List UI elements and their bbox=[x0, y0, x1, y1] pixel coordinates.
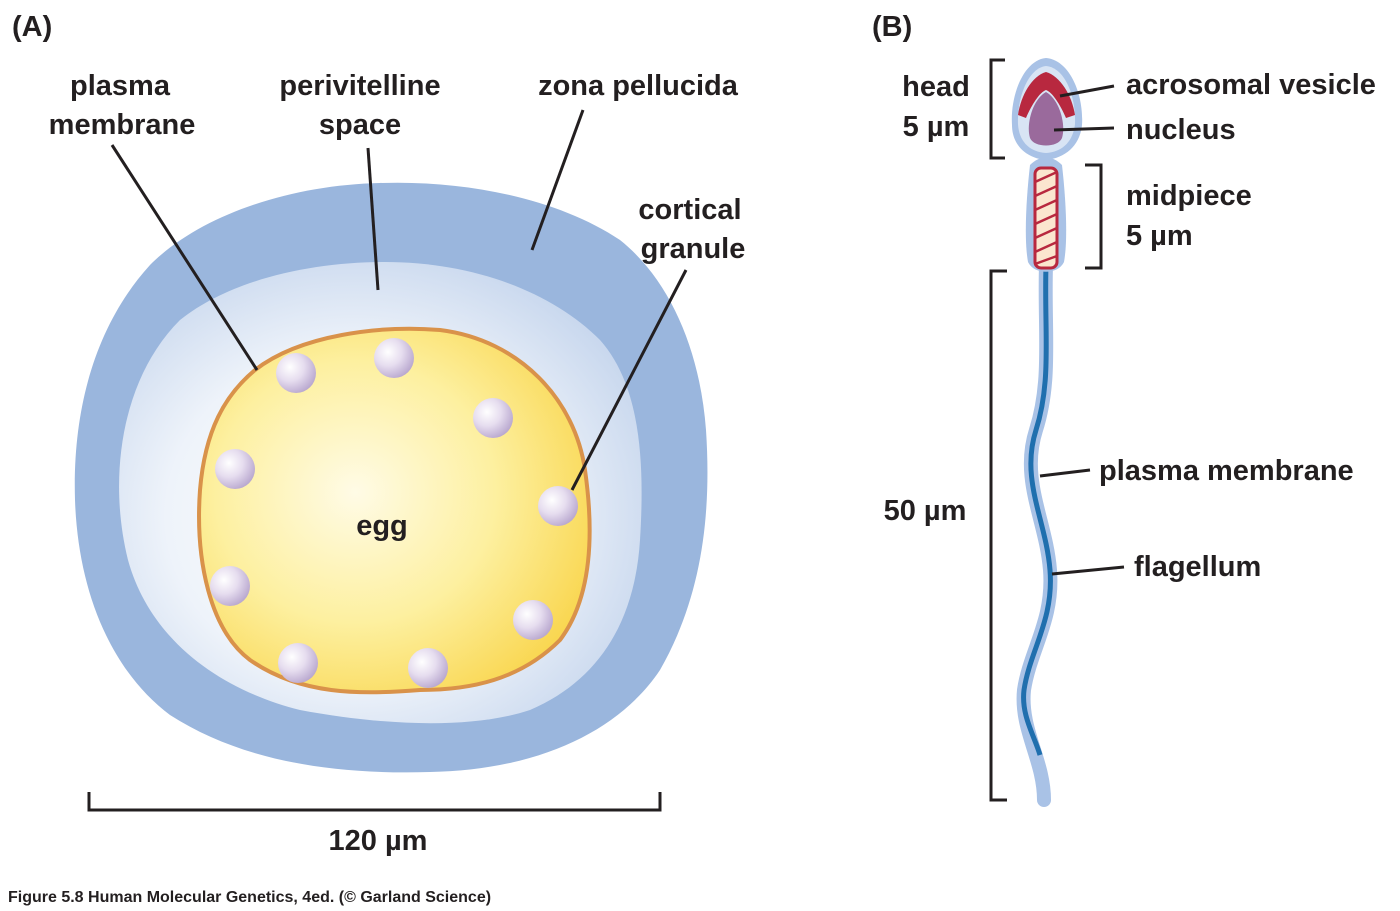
scale-bar-120um bbox=[87, 792, 662, 812]
head-label: head bbox=[902, 71, 970, 103]
perivitelline-label-2: space bbox=[319, 109, 401, 141]
cortical-granule bbox=[215, 449, 255, 489]
midpiece-bracket bbox=[1085, 163, 1103, 270]
midpiece-size-label: 5 µm bbox=[1126, 220, 1193, 252]
nucleus-leader bbox=[1053, 126, 1115, 132]
plasma-membrane-b-leader bbox=[1039, 468, 1091, 478]
figure-caption: Figure 5.8 Human Molecular Genetics, 4ed… bbox=[8, 889, 491, 906]
acrosomal-leader bbox=[1059, 84, 1115, 98]
head-size-label: 5 µm bbox=[903, 111, 970, 143]
nucleus bbox=[1028, 92, 1064, 146]
plasma-membrane-b-label: plasma membrane bbox=[1099, 455, 1354, 487]
head-bracket bbox=[989, 58, 1005, 160]
panel-a-letter: (A) bbox=[12, 11, 52, 43]
nucleus-label: nucleus bbox=[1126, 114, 1236, 146]
cortical-granule-label-2: granule bbox=[641, 233, 746, 265]
midpiece-label: midpiece bbox=[1126, 180, 1252, 212]
tail-bracket bbox=[989, 269, 1007, 802]
zona-pellucida-leader bbox=[530, 109, 585, 251]
cortical-granule-leader bbox=[570, 269, 688, 491]
cortical-granule bbox=[278, 643, 318, 683]
sperm bbox=[1011, 58, 1083, 807]
cortical-granules bbox=[210, 338, 578, 688]
cortical-granule bbox=[513, 600, 553, 640]
flagellum-leader bbox=[1051, 565, 1125, 576]
acrosomal-vesicle bbox=[1018, 72, 1075, 118]
tail-size-label: 50 µm bbox=[884, 495, 967, 527]
flagellum-label: flagellum bbox=[1134, 551, 1261, 583]
plasma-membrane-leader bbox=[110, 144, 259, 371]
cortical-granule bbox=[473, 398, 513, 438]
cortical-granule-label-1: cortical bbox=[638, 194, 741, 226]
plasma-membrane-label-2: membrane bbox=[49, 109, 196, 141]
cortical-granule bbox=[538, 486, 578, 526]
cortical-granule bbox=[210, 566, 250, 606]
mitochondria-stripes bbox=[1034, 170, 1058, 266]
panel-b-letter: (B) bbox=[872, 11, 912, 43]
perivitelline-leader bbox=[366, 147, 380, 291]
zona-pellucida-label: zona pellucida bbox=[538, 70, 739, 102]
plasma-membrane-label-1: plasma bbox=[70, 70, 171, 102]
cortical-granule bbox=[374, 338, 414, 378]
perivitelline-label-1: perivitelline bbox=[279, 70, 440, 102]
cortical-granule bbox=[408, 648, 448, 688]
flagellum bbox=[1021, 150, 1053, 756]
acrosomal-vesicle-label: acrosomal vesicle bbox=[1126, 69, 1376, 101]
scale-label-120um: 120 µm bbox=[329, 825, 428, 857]
egg-label: egg bbox=[356, 510, 408, 542]
cortical-granule bbox=[276, 353, 316, 393]
